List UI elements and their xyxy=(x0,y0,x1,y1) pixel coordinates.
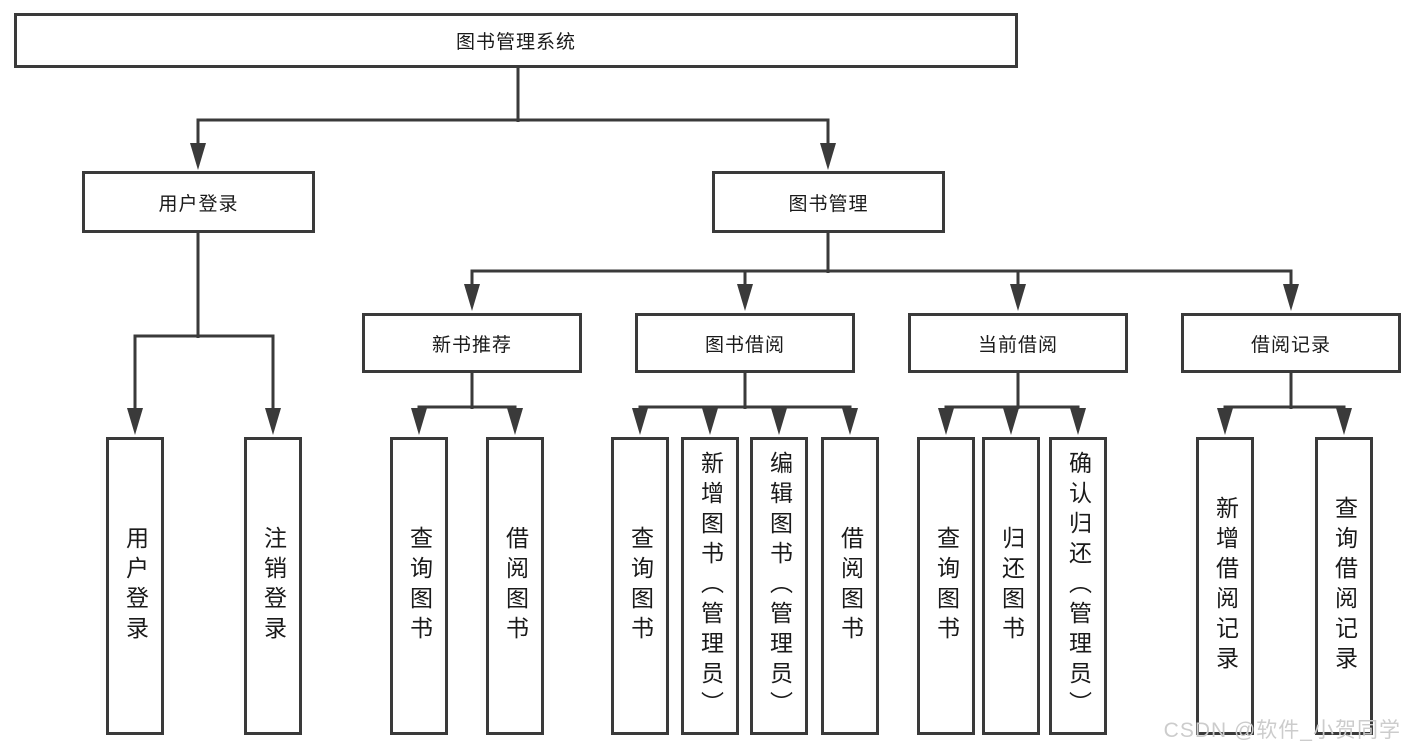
node-current-borrowing: 当前借阅 xyxy=(908,313,1128,373)
node-label: 新书推荐 xyxy=(431,334,512,356)
leaf-return-books: 归还图书 xyxy=(982,437,1040,735)
fork-user-login xyxy=(133,233,275,409)
leaf-borrow-books-recommend: 借阅图书 xyxy=(486,437,544,735)
arrowhead-icon xyxy=(820,143,836,170)
arrowhead-icon xyxy=(737,284,753,311)
arrowheads xyxy=(127,143,1352,435)
arrowhead-icon xyxy=(1336,408,1352,435)
arrowhead-icon xyxy=(1003,408,1019,435)
leaf-add-borrow-record: 新增借阅记录 xyxy=(1196,437,1254,735)
leaf-label: 新增图书（管理员） xyxy=(697,451,724,721)
leaf-label: 新增借阅记录 xyxy=(1212,496,1239,676)
node-root: 图书管理系统 xyxy=(14,13,1018,68)
leaf-label: 用户登录 xyxy=(122,526,149,646)
leaf-query-borrow-record: 查询借阅记录 xyxy=(1315,437,1373,735)
leaf-query-books-recommend: 查询图书 xyxy=(390,437,448,735)
arrowhead-icon xyxy=(1283,284,1299,311)
node-label: 用户登录 xyxy=(158,193,239,215)
leaf-borrow-books: 借阅图书 xyxy=(821,437,879,735)
node-label: 借阅记录 xyxy=(1250,334,1331,356)
arrowhead-icon xyxy=(464,284,480,311)
node-label: 图书管理系统 xyxy=(455,32,576,53)
arrowhead-icon xyxy=(1217,408,1233,435)
leaf-label: 借阅图书 xyxy=(502,526,529,646)
fork-book-borrowing xyxy=(638,373,852,410)
fork-new-book-recommend xyxy=(417,373,517,410)
fork-borrowing-records xyxy=(1223,373,1346,410)
fork-current-borrowing xyxy=(944,373,1080,410)
node-label: 图书借阅 xyxy=(704,334,785,356)
leaf-add-book-admin: 新增图书（管理员） xyxy=(681,437,739,735)
node-book-management: 图书管理 xyxy=(712,171,945,233)
leaf-confirm-return-admin: 确认归还（管理员） xyxy=(1049,437,1107,735)
arrowhead-icon xyxy=(938,408,954,435)
leaf-label: 查询图书 xyxy=(933,526,960,646)
leaf-query-books-borrowing: 查询图书 xyxy=(611,437,669,735)
leaf-label: 查询图书 xyxy=(627,526,654,646)
arrowhead-icon xyxy=(632,408,648,435)
leaf-label: 编辑图书（管理员） xyxy=(766,451,793,721)
arrowhead-icon xyxy=(507,408,523,435)
node-new-book-recommend: 新书推荐 xyxy=(362,313,582,373)
leaf-user-login: 用户登录 xyxy=(106,437,164,735)
leaf-logout: 注销登录 xyxy=(244,437,302,735)
arrowhead-icon xyxy=(1070,408,1086,435)
leaf-label: 确认归还（管理员） xyxy=(1065,451,1092,721)
leaf-label: 归还图书 xyxy=(998,526,1025,646)
arrowhead-icon xyxy=(1010,284,1026,311)
leaf-label: 查询借阅记录 xyxy=(1331,496,1358,676)
watermark: CSDN @软件_小贺同学 xyxy=(1163,719,1401,742)
leaf-edit-book-admin: 编辑图书（管理员） xyxy=(750,437,808,735)
arrowhead-icon xyxy=(127,408,143,435)
fork-book-management xyxy=(470,233,1293,285)
leaf-label: 借阅图书 xyxy=(837,526,864,646)
arrowhead-icon xyxy=(771,408,787,435)
leaf-label: 注销登录 xyxy=(260,526,287,646)
node-user-login: 用户登录 xyxy=(82,171,315,233)
fork-root xyxy=(196,68,830,143)
arrowhead-icon xyxy=(411,408,427,435)
node-book-borrowing: 图书借阅 xyxy=(635,313,855,373)
arrowhead-icon xyxy=(842,408,858,435)
node-label: 当前借阅 xyxy=(977,334,1058,356)
arrowhead-icon xyxy=(702,408,718,435)
arrowhead-icon xyxy=(190,143,206,170)
node-borrowing-records: 借阅记录 xyxy=(1181,313,1401,373)
arrowhead-icon xyxy=(265,408,281,435)
node-label: 图书管理 xyxy=(788,193,869,215)
leaf-label: 查询图书 xyxy=(406,526,433,646)
leaf-query-books-current: 查询图书 xyxy=(917,437,975,735)
